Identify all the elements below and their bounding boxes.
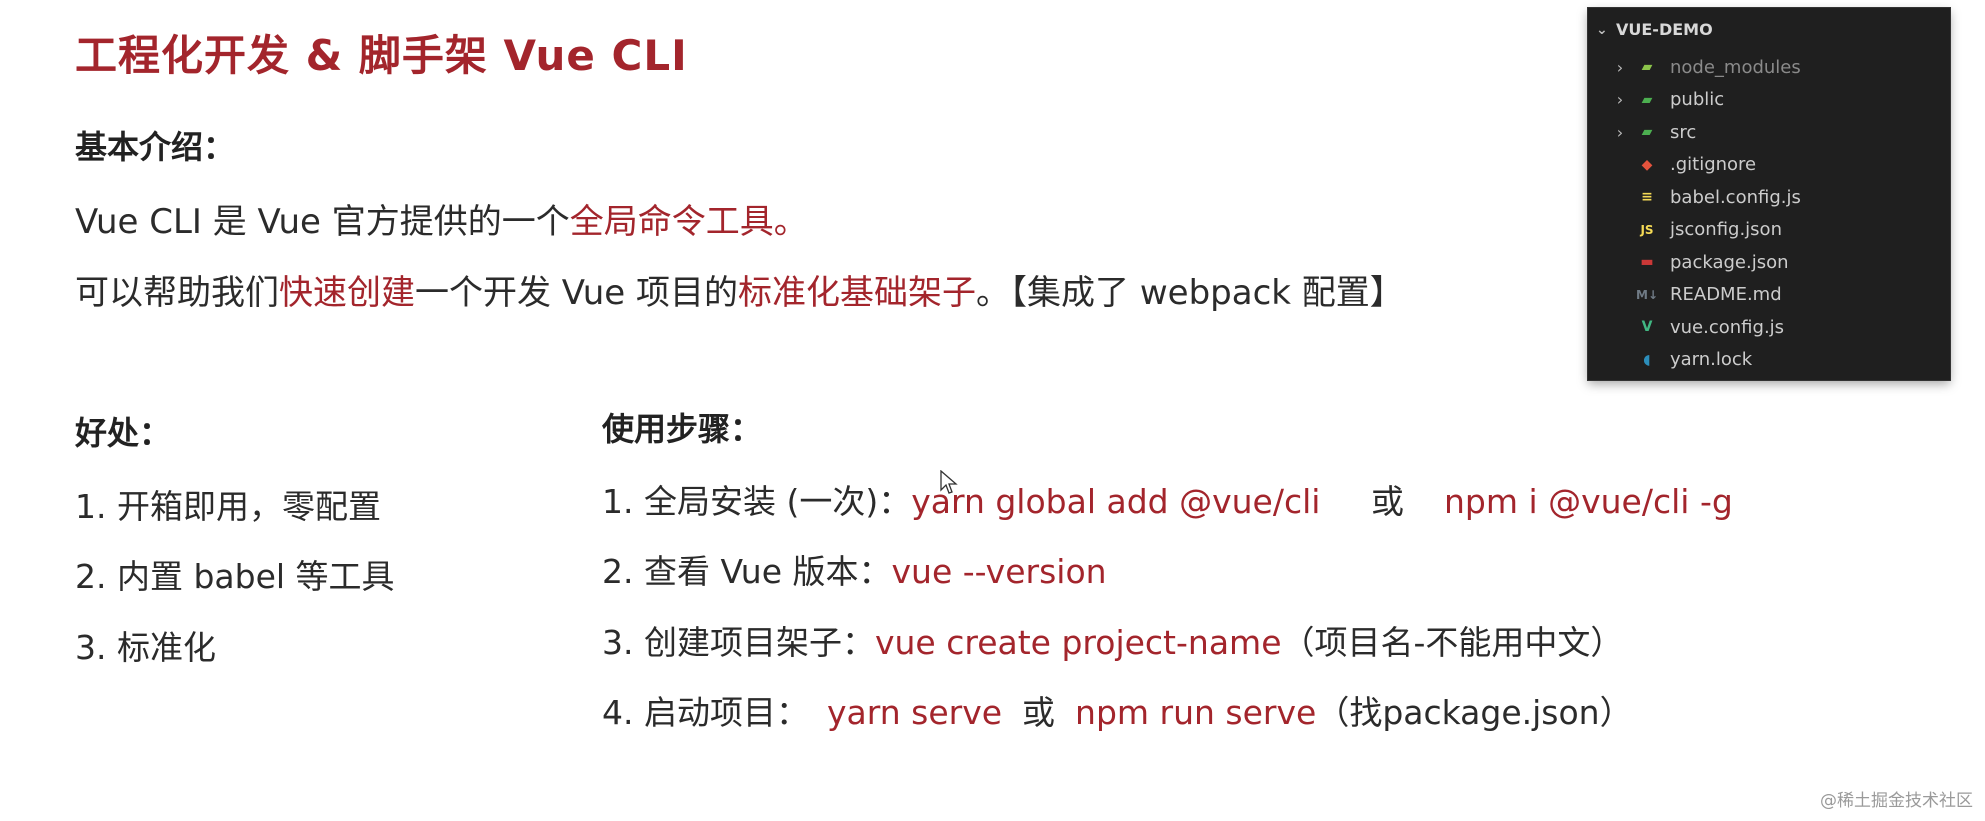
mouse-cursor-icon: [940, 469, 958, 500]
benefit-item: 3. 标准化: [75, 628, 216, 667]
yarn-icon: ◖: [1643, 351, 1651, 368]
tree-item-label: vue.config.js: [1670, 316, 1785, 338]
step-suffix: （找package.json）: [1316, 693, 1633, 732]
intro-line-2: 可以帮助我们快速创建一个开发 Vue 项目的标准化基础架子。【集成了 webpa…: [75, 265, 1404, 314]
tree-item-label: .gitignore: [1670, 154, 1757, 175]
step-prefix: 2. 查看 Vue 版本：: [602, 552, 892, 591]
tree-file[interactable]: ◖ yarn.lock: [1588, 345, 1950, 375]
tree-file[interactable]: M↓ README.md: [1588, 280, 1950, 310]
folder-src-icon: ▰: [1641, 124, 1653, 140]
tree-item-label: babel.config.js: [1670, 186, 1801, 208]
folder-node-icon: ▰: [1641, 59, 1653, 75]
tree-file[interactable]: ≡ babel.config.js: [1588, 182, 1950, 212]
step-item: 4. 启动项目： yarn serve 或 npm run serve（找packag…: [602, 686, 1633, 734]
intro-line-2-part-3: 。【集成了 webpack 配置】: [976, 273, 1404, 313]
step-suffix: （项目名-不能用中文）: [1281, 623, 1624, 662]
folder-public-icon: ▰: [1641, 91, 1653, 108]
js-icon: JS: [1640, 222, 1654, 237]
intro-line-1-highlight: 全局命令工具。: [569, 202, 808, 242]
step-item: 3. 创建项目架子：vue create project-name（项目名-不能…: [602, 616, 1623, 664]
step-prefix: 4. 启动项目：: [602, 693, 809, 732]
intro-line-2-highlight-1: 快速创建: [279, 273, 415, 313]
step-command-alt: npm i @vue/cli -g: [1443, 482, 1733, 521]
tree-item-label: src: [1670, 121, 1697, 143]
file-explorer-panel: ⌄ VUE-DEMO › ▰ node_modules › ▰ public › ▰ src ◆.…: [1588, 8, 1950, 380]
explorer-root[interactable]: ⌄ VUE-DEMO: [1596, 20, 1713, 39]
step-command: yarn global add @vue/cli: [911, 482, 1321, 521]
step-command: vue --version: [891, 552, 1107, 591]
tree-item-label: yarn.lock: [1670, 349, 1753, 370]
intro-line-2-highlight-2: 标准化基础架子: [738, 273, 977, 313]
watermark: @稀土掘金技术社区: [1820, 791, 1973, 811]
intro-line-2-part-2: 一个开发 Vue 项目的: [415, 273, 739, 313]
tree-item-label: public: [1670, 89, 1725, 110]
step-or: 或: [1370, 482, 1404, 521]
intro-heading: 基本介绍：: [75, 128, 236, 166]
explorer-root-label: VUE-DEMO: [1616, 20, 1713, 39]
chevron-down-icon: ⌄: [1596, 21, 1608, 38]
babel-icon: ≡: [1641, 189, 1653, 205]
intro-line-1: Vue CLI 是 Vue 官方提供的一个全局命令工具。: [75, 194, 808, 243]
tree-file[interactable]: ◆ .gitignore: [1588, 150, 1950, 180]
tree-item-label: node_modules: [1670, 56, 1801, 78]
git-icon: ◆: [1641, 156, 1653, 173]
benefit-item: 1. 开箱即用，零配置: [75, 487, 381, 526]
intro-line-1-text: Vue CLI 是 Vue 官方提供的一个: [75, 202, 570, 242]
vue-icon: V: [1641, 319, 1653, 335]
tree-item-label: package.json: [1670, 251, 1789, 273]
benefit-item: 2. 内置 babel 等工具: [75, 557, 395, 596]
tree-item-label: README.md: [1670, 284, 1782, 305]
chevron-right-icon: ›: [1616, 57, 1624, 77]
markdown-icon: M↓: [1636, 287, 1658, 302]
step-prefix: 3. 创建项目架子：: [602, 623, 875, 662]
npm-icon: ▬: [1640, 254, 1654, 270]
tree-item-label: jsconfig.json: [1670, 219, 1782, 240]
step-command: vue create project-name: [874, 623, 1282, 662]
tree-folder[interactable]: › ▰ public: [1588, 85, 1950, 115]
step-item: 2. 查看 Vue 版本：vue --version: [602, 545, 1107, 593]
chevron-right-icon: ›: [1616, 90, 1624, 109]
step-or: 或: [1022, 693, 1056, 732]
steps-heading: 使用步骤：: [602, 410, 763, 448]
step-prefix: 1. 全局安装 (一次)：: [602, 482, 912, 521]
benefits-heading: 好处：: [75, 414, 172, 452]
tree-folder[interactable]: › ▰ node_modules: [1588, 52, 1950, 82]
chevron-right-icon: ›: [1616, 122, 1624, 142]
tree-file[interactable]: JS jsconfig.json: [1588, 215, 1950, 245]
page-title: 工程化开发 & 脚手架 Vue CLI: [75, 31, 688, 80]
step-command-alt: npm run serve: [1075, 693, 1317, 732]
step-command: yarn serve: [826, 693, 1003, 732]
tree-file[interactable]: ▬ package.json: [1588, 247, 1950, 277]
tree-folder[interactable]: › ▰ src: [1588, 117, 1950, 147]
intro-line-2-part-1: 可以帮助我们: [75, 273, 279, 313]
